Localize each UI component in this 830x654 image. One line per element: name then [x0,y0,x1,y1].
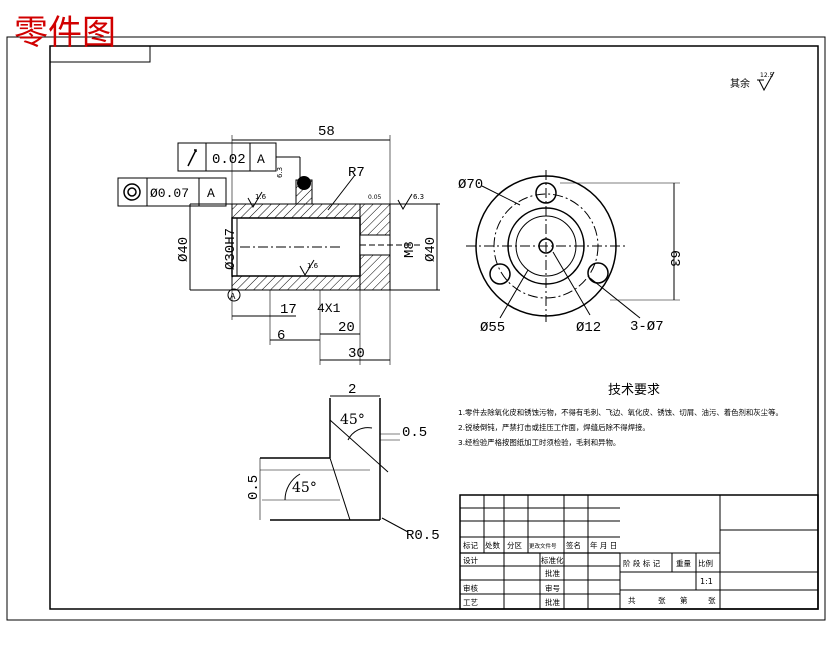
roughness-left: 1.6 [255,193,267,201]
top-left-code-box [49,45,151,63]
inner-frame [49,45,819,610]
roughness-mid: 0.05 [368,194,382,201]
tb-zone: 分区 [507,541,522,550]
dim-chamfer: 4X1 [317,301,341,316]
tb-signature: 签名 [566,540,581,550]
tb-total: 共 [628,596,636,605]
datum-letter: A [230,292,236,302]
tb-sheet-no: 第 [680,595,688,605]
tb-review: 审核 [463,583,478,593]
roughness-note-value: 12.5 [760,72,774,79]
tb-count: 处数 [485,540,500,550]
detail-width: 2 [348,382,356,398]
tech-item-3: 3.经检验严格按图纸加工时须检验，毛刺和异物。 [458,438,620,447]
runout-datum: A [257,152,265,167]
tb-process: 工艺 [463,598,478,607]
end-pitch-dia: Ø55 [480,320,505,336]
roughness-right: 6.3 [413,193,424,201]
dim-length-30: 30 [348,346,365,362]
roughness-note-text: 其余 [730,77,750,90]
tb-stage-mark: 阶 段 标 记 [623,558,661,568]
detail-view: 2 45° 0.5 0.5 45° R0.5 [246,382,440,544]
tb-audit-no: 审号 [545,583,560,593]
detail-offset-left: 0.5 [246,475,262,500]
tb-approve-1: 批准 [545,568,560,578]
tb-scale-value: 1:1 [700,577,713,586]
tb-design: 设计 [463,555,478,565]
end-holes: 3-Ø7 [630,319,664,335]
tb-sheets-1: 张 [658,596,666,605]
tb-weight: 重量 [676,559,691,568]
roughness-top: 6.3 [276,167,284,178]
tb-scale-label: 比例 [698,558,713,568]
dim-dia-40-left: Ø40 [176,237,192,262]
roughness-symbol-icon [757,71,775,92]
tech-item-2: 2.锐棱倒钝，严禁打击或挂压工作面，焊缝后除不得焊接。 [458,423,650,432]
tb-mark: 标记 [463,540,478,550]
outer-frame [6,36,826,621]
end-flange-dia: Ø70 [458,177,483,193]
end-center-hole: Ø12 [576,320,601,336]
section-view: 0.02 A Ø0.07 A [117,124,440,365]
dim-length-17: 17 [280,302,297,318]
detail-offset-right: 0.5 [402,425,427,441]
dim-fillet-radius: R7 [348,165,365,181]
concentricity-icon [123,183,141,201]
tech-title: 技术要求 [608,383,660,398]
tb-standard: 标准化 [541,555,564,565]
detail-angle-top: 45° [340,412,365,428]
tech-requirements: 技术要求 1.零件去除氧化皮和锈蚀污物，不得有毛刺、飞边、氧化皮、锈蚀、切屑、油… [458,383,783,447]
dim-thread: M8 [402,241,418,258]
dim-overall-length: 58 [318,124,335,140]
tb-approve-2: 批准 [545,597,560,607]
tb-date: 年 月 日 [590,540,617,550]
dim-bore: Ø30H7 [223,228,239,270]
coaxiality-frame: Ø0.07 A [117,177,227,290]
runout-arrow-icon [187,149,197,167]
roughness-bottom: 1.6 [307,262,319,270]
title-block-text: 标记 处数 分区 更改文件号 签名 年 月 日 设计 审核 工艺 标准化 批准 … [463,540,716,607]
runout-value: 0.02 [212,152,246,168]
drawing-label: 零件图 [14,13,116,53]
dim-length-20: 20 [338,320,355,336]
detail-angle-bottom: 45° [292,480,317,496]
dim-dia-40-right: Ø40 [423,237,439,262]
tb-sheets-2: 张 [708,596,716,605]
tb-change-doc: 更改文件号 [529,542,557,550]
title-block [459,494,819,610]
end-height: 63 [666,250,682,267]
end-view: Ø70 Ø55 Ø12 3-Ø7 63 [458,170,682,336]
tech-item-1: 1.零件去除氧化皮和锈蚀污物，不得有毛刺、飞边、氧化皮、锈蚀、切屑、油污、着色剂… [458,408,783,417]
dim-length-6: 6 [277,328,285,344]
coaxiality-value: Ø0.07 [150,186,189,201]
detail-radius: R0.5 [406,528,440,544]
coaxiality-datum: A [207,186,215,201]
